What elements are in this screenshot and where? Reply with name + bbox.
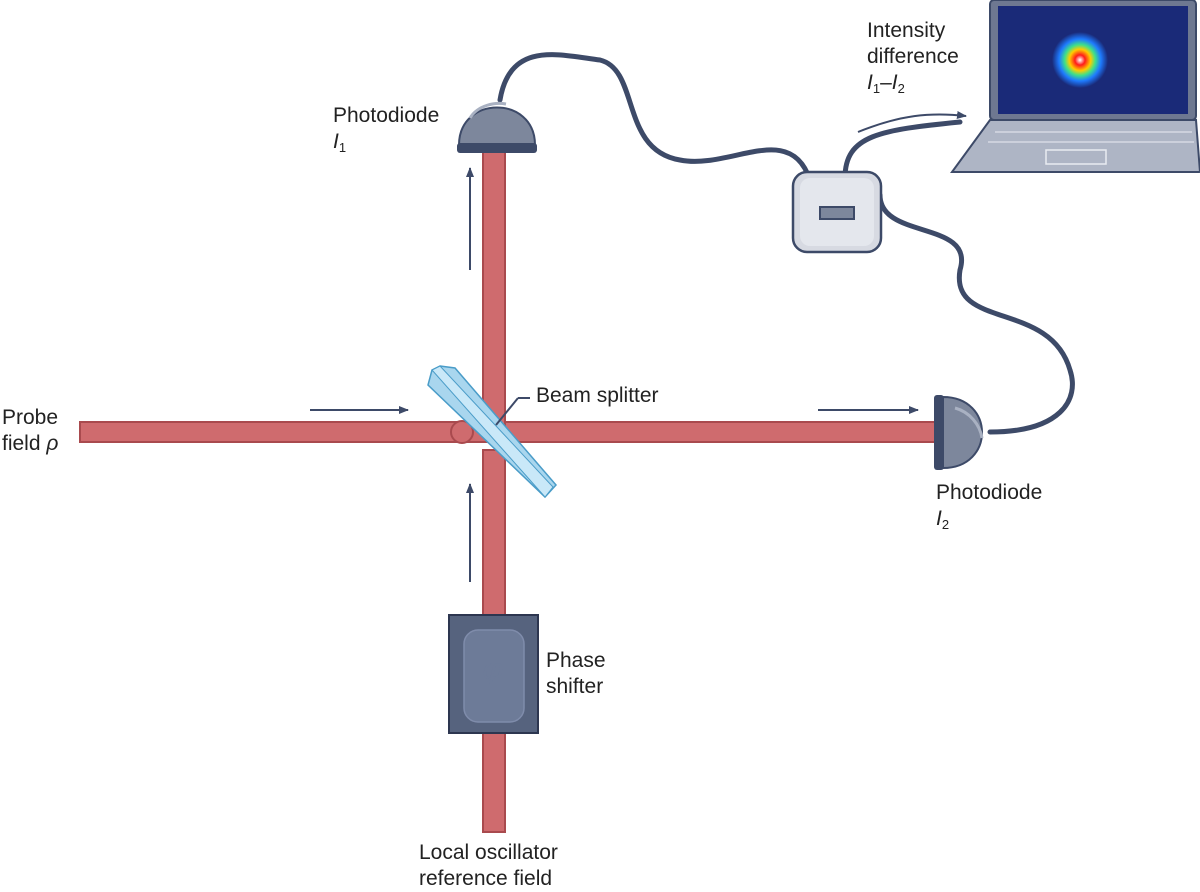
probe-label-line1: Probe xyxy=(2,406,59,429)
laptop-icon xyxy=(950,0,1200,173)
photodiode-2-label: Photodiode I2 xyxy=(936,480,1042,538)
intensity-difference-label: Intensity difference I1–I2 xyxy=(867,18,959,102)
phase-line2: shifter xyxy=(546,675,604,698)
current-2-subscript: 2 xyxy=(941,517,950,532)
current-symbol-2: I xyxy=(936,507,942,530)
photodiode-1-label: Photodiode I1 xyxy=(333,103,439,161)
direction-arrows xyxy=(310,111,967,582)
lo-line2: reference field xyxy=(419,867,553,890)
photodiode-1-text: Photodiode xyxy=(333,104,440,127)
intensity-sub-2: 2 xyxy=(897,81,905,96)
intensity-spot xyxy=(1052,32,1108,88)
phase-shifter-icon xyxy=(448,614,539,734)
signal-cables xyxy=(497,52,1075,435)
arrow-to-laptop xyxy=(857,111,967,133)
intensity-current-symbol-1: I xyxy=(867,71,873,94)
current-1-subscript: 1 xyxy=(338,140,347,155)
probe-field-label: Probe field ρ xyxy=(2,405,58,457)
photodiode-2-text: Photodiode xyxy=(936,481,1043,504)
cable-to-laptop xyxy=(842,119,963,181)
local-oscillator-label: Local oscillator reference field xyxy=(419,840,558,892)
intensity-minus: – xyxy=(880,71,892,94)
probe-symbol: ρ xyxy=(46,432,59,455)
phase-line1: Phase xyxy=(546,649,606,672)
phase-shifter-label: Phase shifter xyxy=(546,648,606,700)
beam-splitter-leader xyxy=(495,397,519,426)
beam-splitter-icon xyxy=(427,365,558,499)
differential-amplifier-icon xyxy=(791,170,883,254)
intensity-line2: difference xyxy=(867,45,959,68)
intensity-sub-1: 1 xyxy=(872,81,881,96)
lo-line1: Local oscillator xyxy=(419,841,558,864)
photodiode-icon xyxy=(934,395,984,470)
probe-label-line2: field xyxy=(2,432,41,455)
beam-to-photodiode-1 xyxy=(482,151,506,433)
beam-splitter-label: Beam splitter xyxy=(536,384,659,407)
current-symbol-1: I xyxy=(333,130,339,153)
intensity-line1: Intensity xyxy=(867,19,946,42)
photodiode-icon xyxy=(457,101,537,153)
cable-top-photodiode xyxy=(497,52,813,183)
phase-symbol: φ xyxy=(482,652,504,687)
cable-right-photodiode xyxy=(877,192,1075,435)
intensity-current-symbol-2: I xyxy=(891,71,898,94)
